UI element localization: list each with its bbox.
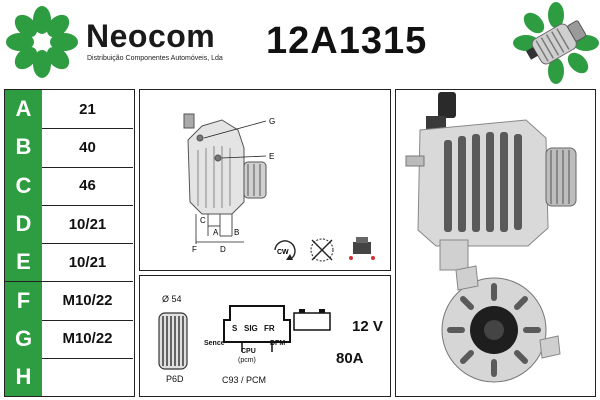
- dimension-row: H: [5, 358, 133, 397]
- dimension-value: 10/21: [68, 215, 107, 233]
- no-fan-icon: [310, 238, 334, 262]
- dimension-letter: B: [5, 128, 42, 167]
- brand-subtitle: Distribuição Componentes Automóveis, Lda: [87, 55, 223, 62]
- label-a: A: [213, 228, 219, 237]
- connector-bottom-sub: (pcm): [238, 357, 256, 364]
- dimension-letter: H: [5, 358, 42, 397]
- dimension-row: B 40: [5, 128, 133, 168]
- pulley-icon: [158, 312, 188, 370]
- pin-s: S: [232, 324, 238, 333]
- battery-icon: [293, 309, 331, 331]
- dimension-value: 21: [79, 100, 96, 118]
- label-e: E: [269, 152, 274, 161]
- part-number: 12A1315: [266, 20, 428, 62]
- pin-sig: SIG: [244, 324, 258, 333]
- dimension-value: M10/22: [62, 330, 113, 348]
- dimension-value: [42, 358, 133, 396]
- dimension-row: F M10/22: [5, 281, 133, 321]
- label-g: G: [269, 117, 275, 126]
- dimension-row: A 21: [5, 90, 133, 130]
- rotation-cw-icon: CW: [274, 240, 296, 260]
- alternator-corner-icon: [513, 2, 599, 84]
- alternator-side-photo: [405, 92, 577, 383]
- label-d: D: [220, 245, 226, 254]
- rotation-label: CW: [277, 249, 289, 256]
- dimension-row: C 46: [5, 166, 133, 206]
- connector-code: C93 / PCM: [222, 375, 267, 385]
- label-b: B: [234, 228, 239, 237]
- label-f: F: [192, 245, 197, 254]
- neocom-logo-icon: [6, 6, 78, 78]
- technical-diagram-panel: G E C A B F D CW: [139, 89, 391, 271]
- dimension-row: E 10/21: [5, 243, 133, 283]
- pulley-type: P6D: [166, 374, 184, 384]
- product-photo-panel: [395, 89, 596, 397]
- dimension-value: 40: [79, 138, 96, 156]
- dimension-value: 10/21: [68, 253, 107, 271]
- dimension-letter: D: [5, 204, 42, 244]
- dimension-letter: C: [5, 166, 42, 205]
- dimension-letter: A: [5, 90, 42, 129]
- dimension-letter: G: [5, 319, 42, 359]
- specification-panel: Ø 54 P6D S SIG FR Sence DFM CPU (pcm) C9…: [139, 275, 391, 397]
- connector-bottom-label: CPU: [241, 348, 256, 355]
- dimension-value: 46: [79, 177, 96, 195]
- connector-diagram: [223, 305, 291, 352]
- dimension-letter: E: [5, 243, 42, 282]
- connector-left-label: Sence: [204, 340, 225, 347]
- connector-plug-icon: [349, 237, 375, 260]
- voltage: 12 V: [352, 318, 383, 335]
- label-c: C: [200, 216, 206, 225]
- pin-fr: FR: [264, 324, 275, 333]
- alternator-sketch: G E C A B F D CW: [183, 113, 375, 262]
- dimension-row: G M10/22: [5, 319, 133, 360]
- connector-right-label: DFM: [270, 340, 286, 347]
- dimension-row: D 10/21: [5, 204, 133, 245]
- dimension-value: M10/22: [62, 292, 113, 310]
- amperage: 80A: [336, 350, 364, 367]
- brand-name: Neocom: [86, 18, 216, 54]
- dimension-letter: F: [5, 281, 42, 320]
- pulley-diameter: Ø 54: [162, 294, 182, 304]
